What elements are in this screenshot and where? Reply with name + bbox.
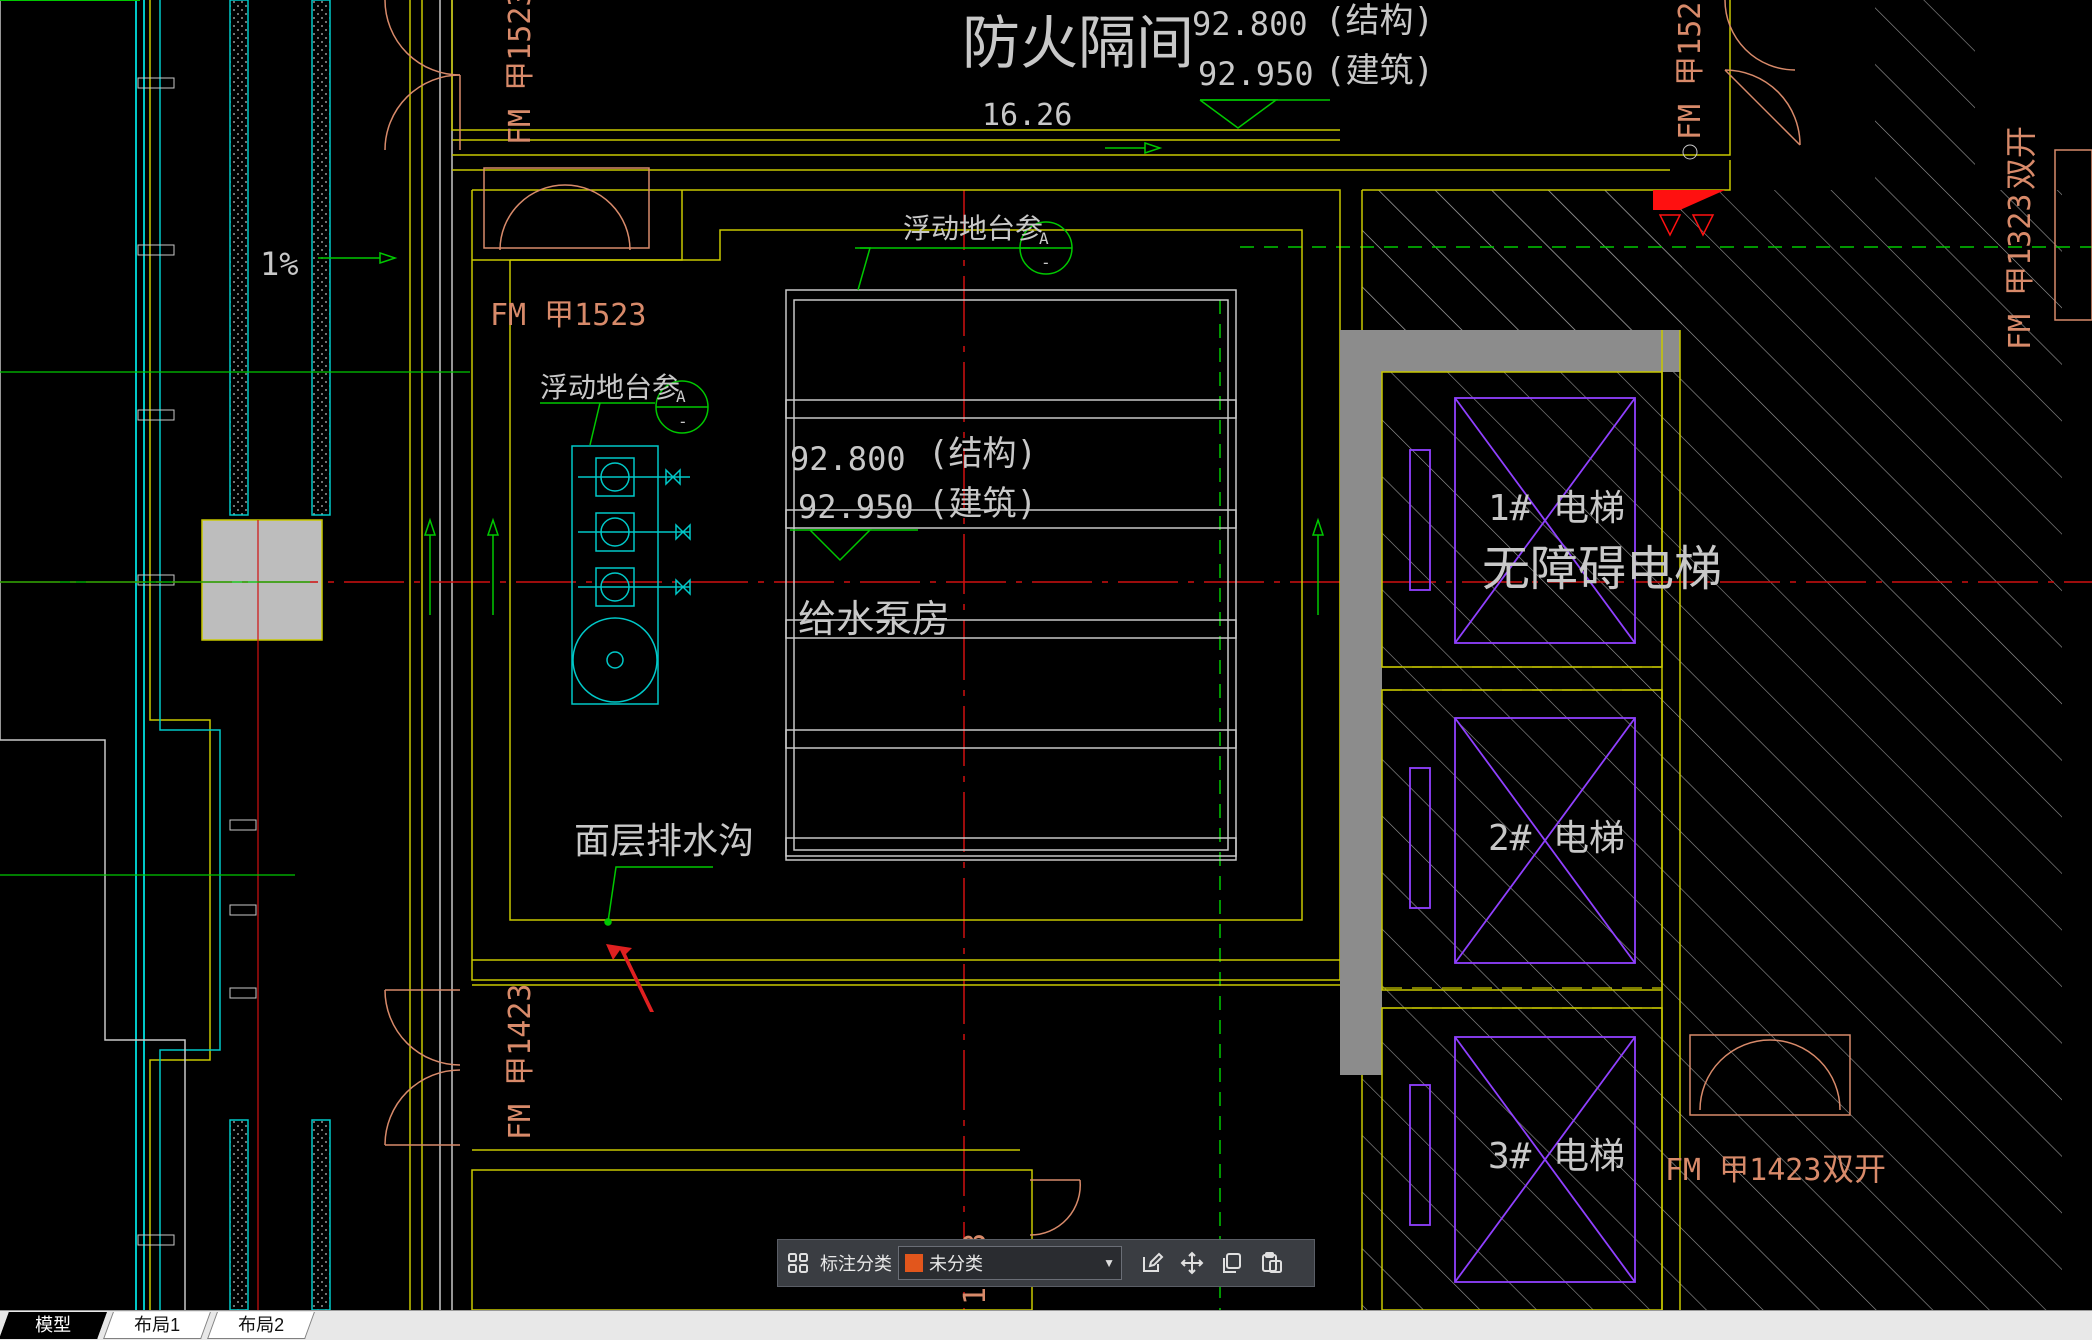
drain-label: 面层排水沟: [574, 821, 754, 862]
copy-icon[interactable]: [1212, 1243, 1252, 1283]
paste-icon[interactable]: [1252, 1243, 1292, 1283]
grid-axes: [0, 0, 2092, 1310]
water-tank: [785, 289, 1237, 861]
door-label-fm1423-right: FM 甲1423: [1665, 1153, 1821, 1188]
double-open-right-label: 双开: [1822, 1150, 1886, 1188]
annotation-arrow: [606, 944, 654, 1012]
door-label-fm1523-right-vertical: FM 甲1523: [1673, 0, 1708, 140]
accessible-elevator-label: 无障碍电梯: [1482, 541, 1722, 597]
elevator-3-label: 3# 电梯: [1488, 1136, 1625, 1177]
level-arch-top: 92.950: [1198, 55, 1314, 93]
level-struct-mid: 92.800: [790, 440, 906, 478]
level-arch-mid: 92.950: [798, 488, 914, 526]
fire-partition-room-label: 防火隔间: [962, 9, 1194, 77]
floating-base-ref-1: 浮动地台参: [903, 212, 1043, 245]
level-struct-top: 92.800: [1192, 5, 1308, 43]
ref-dash-2: -: [678, 412, 688, 431]
grid-apps-icon[interactable]: [778, 1243, 818, 1283]
elevator-2-label: 2# 电梯: [1488, 818, 1625, 859]
layout-tab-bar: 模型 布局1 布局2: [0, 1310, 2092, 1340]
annotation-toolbar: 标注分类 未分类 ▼: [777, 1239, 1315, 1287]
label-arch-mid: (建筑): [928, 484, 1037, 524]
door-label-fm1323-vertical: FM 甲1323: [2003, 194, 2038, 350]
pump-unit: [571, 445, 691, 705]
door-swings: [384, 0, 2092, 1236]
cad-drawing-canvas[interactable]: 防火隔间 92.800 92.950 (结构) (建筑) 16.26 1% FM…: [0, 0, 2092, 1310]
tab-layout-1-label: 布局1: [134, 1315, 181, 1335]
edit-icon[interactable]: [1132, 1243, 1172, 1283]
dimension-top: 16.26: [982, 98, 1072, 133]
door-label-fm1423-left-vertical: FM 甲1423: [503, 984, 538, 1140]
annotation-category-select[interactable]: 未分类 ▼: [898, 1246, 1122, 1280]
hatched-shaft-area: [1362, 0, 2062, 1310]
tab-model[interactable]: 模型: [0, 1312, 107, 1339]
ref-letter-1: A: [1039, 229, 1049, 248]
column-block: [201, 519, 323, 641]
left-wall-strips: [0, 0, 453, 1310]
drawing-text: 防火隔间 92.800 92.950 (结构) (建筑) 16.26 1% FM…: [260, 0, 2040, 1305]
tab-model-label: 模型: [35, 1315, 72, 1335]
move-icon[interactable]: [1172, 1243, 1212, 1283]
label-struct-mid: (结构): [928, 434, 1037, 474]
elevator-1-label: 1# 电梯: [1488, 488, 1625, 529]
pump-room-label: 给水泵房: [798, 597, 950, 641]
door-label-fm1523: FM 甲1523: [490, 298, 646, 333]
tab-layout-2[interactable]: 布局2: [207, 1312, 315, 1339]
flow-arrows: [318, 141, 1325, 615]
slope-label: 1%: [260, 245, 299, 283]
door-label-fm1523-vertical: FM 甲1523: [503, 0, 538, 145]
level-markers: [540, 99, 1330, 926]
tab-layout-1[interactable]: 布局1: [103, 1312, 211, 1339]
red-section-marker: [1653, 144, 1725, 237]
floating-base-ref-2: 浮动地台参: [540, 371, 680, 404]
tab-layout-2-label: 布局2: [238, 1315, 285, 1335]
double-open-top-label: 双开: [2002, 126, 2040, 190]
annotation-category-label: 标注分类: [820, 1254, 892, 1274]
elevator-core: [1340, 330, 1681, 1310]
label-struct-top: (结构): [1325, 1, 1434, 41]
category-selected-value: 未分类: [929, 1254, 983, 1274]
category-color-swatch: [905, 1254, 923, 1272]
chevron-down-icon: ▼: [1103, 1256, 1115, 1270]
ref-letter-2: A: [676, 387, 686, 406]
label-arch-top: (建筑): [1325, 51, 1434, 91]
ref-dash-1: -: [1041, 253, 1051, 272]
